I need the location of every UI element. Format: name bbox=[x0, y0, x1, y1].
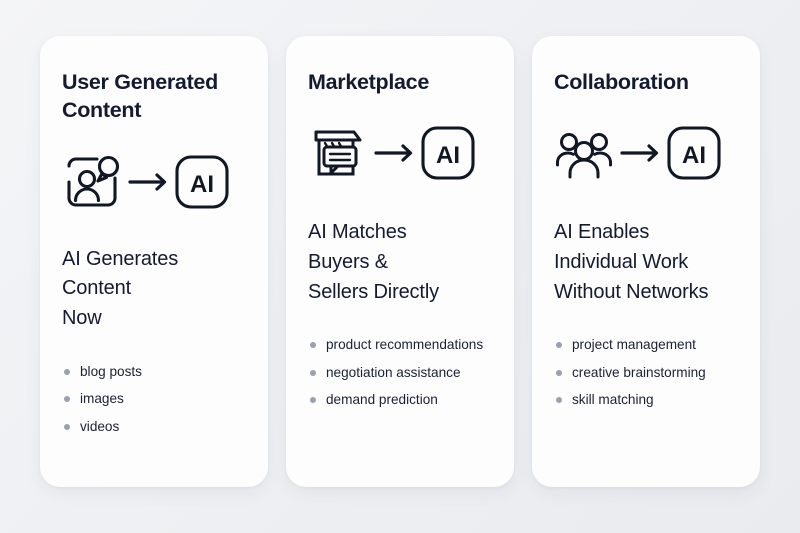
list-item: demand prediction bbox=[308, 390, 492, 411]
list-item: negotiation assistance bbox=[308, 363, 492, 384]
right-arrow-icon bbox=[620, 144, 659, 162]
list-item-label: project management bbox=[572, 337, 696, 353]
user-with-speech-bubble-icon bbox=[67, 155, 120, 207]
list-item-label: skill matching bbox=[572, 392, 654, 408]
bullet-dot-icon bbox=[310, 342, 316, 349]
list-item: product recommendations bbox=[308, 335, 492, 356]
bullet-dot-icon bbox=[556, 342, 562, 349]
list-item: skill matching bbox=[554, 390, 738, 411]
list-item-label: product recommendations bbox=[326, 337, 484, 353]
storefront-chat-icon bbox=[314, 130, 362, 176]
card-bullet-list: blog posts images videos bbox=[62, 334, 246, 445]
bullet-dot-icon bbox=[556, 369, 562, 376]
ai-badge-label: AI bbox=[436, 142, 460, 169]
ai-badge-label: AI bbox=[190, 171, 214, 198]
list-item-label: videos bbox=[80, 418, 120, 434]
card-collaboration[interactable]: Collaboration AI AI Enables Individual W… bbox=[532, 36, 760, 487]
card-headline: AI Matches Buyers & Sellers Directly bbox=[308, 221, 439, 303]
ai-badge-icon: AI bbox=[175, 155, 229, 209]
bullet-dot-icon bbox=[64, 396, 70, 403]
card-user-generated-content[interactable]: User Generated Content AI AI Generates C… bbox=[40, 36, 268, 487]
card-marketplace[interactable]: Marketplace AI AI Matches Buyers & Selle… bbox=[286, 36, 514, 487]
list-item: project management bbox=[554, 335, 738, 356]
bullet-dot-icon bbox=[310, 369, 316, 376]
list-item-label: creative brainstorming bbox=[572, 364, 706, 380]
people-group-icon bbox=[556, 133, 612, 179]
card-title: Collaboration bbox=[554, 70, 689, 94]
ai-badge-icon: AI bbox=[667, 126, 721, 180]
list-item: videos bbox=[62, 417, 246, 438]
card-bullet-list: product recommendations negotiation assi… bbox=[308, 307, 492, 418]
list-item-label: blog posts bbox=[80, 363, 142, 379]
ai-badge-icon: AI bbox=[421, 126, 475, 180]
bullet-dot-icon bbox=[310, 397, 316, 404]
bullet-dot-icon bbox=[64, 423, 70, 430]
bullet-dot-icon bbox=[64, 368, 70, 375]
right-arrow-icon bbox=[374, 144, 413, 162]
card-headline: AI Generates Content Now bbox=[62, 247, 179, 329]
list-item: images bbox=[62, 389, 246, 410]
list-item: creative brainstorming bbox=[554, 363, 738, 384]
list-item: blog posts bbox=[62, 362, 246, 383]
right-arrow-icon bbox=[128, 173, 167, 191]
icon-transformation-row: AI bbox=[554, 122, 738, 184]
card-title: Marketplace bbox=[308, 70, 429, 94]
list-item-label: negotiation assistance bbox=[326, 364, 461, 380]
icon-transformation-row: AI bbox=[62, 151, 246, 213]
card-bullet-list: project management creative brainstormin… bbox=[554, 307, 738, 418]
ai-badge-label: AI bbox=[682, 142, 706, 169]
list-item-label: images bbox=[80, 391, 124, 407]
list-item-label: demand prediction bbox=[326, 392, 438, 408]
bullet-dot-icon bbox=[556, 397, 562, 404]
icon-transformation-row: AI bbox=[308, 122, 492, 184]
card-headline: AI Enables Individual Work Without Netwo… bbox=[554, 221, 709, 303]
card-title: User Generated Content bbox=[62, 70, 218, 123]
